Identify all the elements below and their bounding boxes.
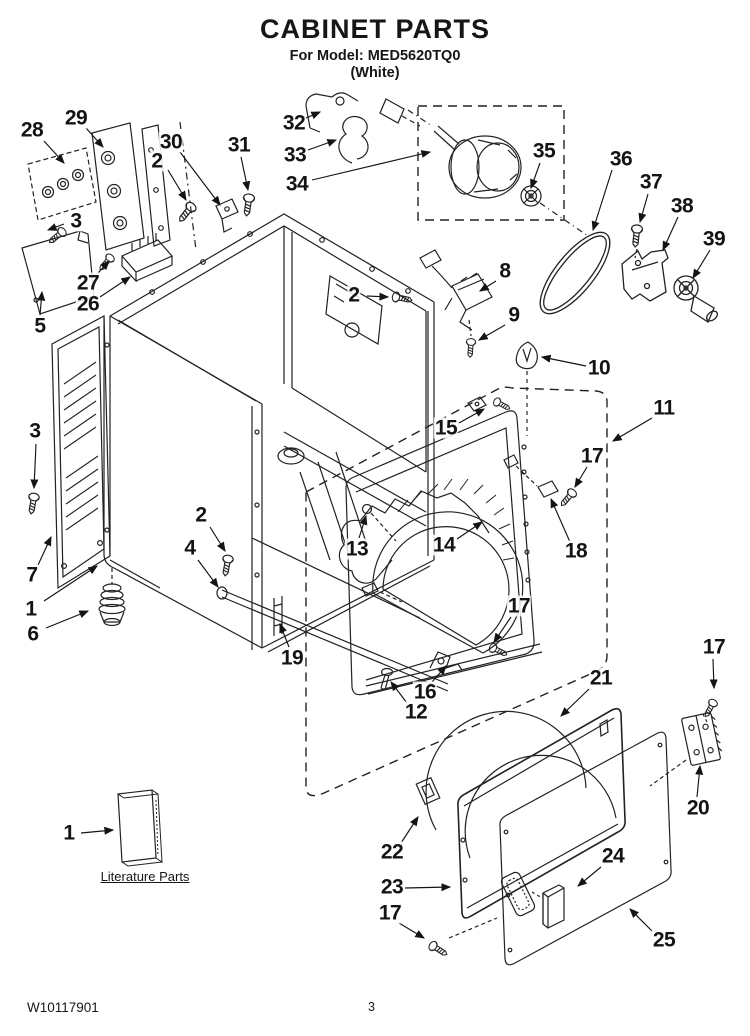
callout-25: 25 [651, 928, 677, 952]
callout-17: 17 [579, 444, 605, 468]
callout-17: 17 [506, 594, 532, 618]
callout-23: 23 [379, 875, 405, 899]
callout-39: 39 [701, 227, 727, 251]
finish-line: (White) [350, 64, 400, 81]
callout-2: 2 [347, 283, 361, 307]
callout-28: 28 [19, 118, 45, 142]
callout-4: 4 [183, 536, 197, 560]
callout-22: 22 [379, 840, 405, 864]
callout-17: 17 [377, 901, 403, 925]
callout-2: 2 [150, 149, 164, 173]
literature-parts-label: Literature Parts [100, 869, 190, 884]
model-line: For Model: MED5620TQ0 [289, 48, 461, 65]
cabinet-shell [103, 213, 449, 692]
callout-24: 24 [600, 844, 626, 868]
callout-9: 9 [507, 303, 521, 327]
title-block: CABINET PARTS For Model: MED5620TQ0 (Whi… [0, 14, 750, 81]
callout-37: 37 [638, 170, 664, 194]
leveling-leg [98, 568, 126, 627]
belt-and-idler-parts [539, 223, 718, 323]
callout-5: 5 [33, 314, 47, 338]
callout-19: 19 [279, 646, 305, 670]
door-assembly [415, 697, 723, 966]
callout-1: 1 [62, 821, 76, 845]
callout-6: 6 [26, 622, 40, 646]
callout-34: 34 [284, 172, 310, 196]
callout-29: 29 [63, 106, 89, 130]
rear-vent-panel [51, 315, 111, 590]
callout-35: 35 [531, 139, 557, 163]
callout-31: 31 [226, 133, 252, 157]
callout-leader-lines [30, 111, 718, 939]
callout-7: 7 [25, 563, 39, 587]
motor-assembly [305, 92, 589, 237]
callout-38: 38 [669, 194, 695, 218]
callout-10: 10 [586, 356, 612, 380]
callout-21: 21 [588, 666, 614, 690]
callout-13: 13 [344, 537, 370, 561]
callout-27: 27 [75, 271, 101, 295]
page-number: 3 [368, 1000, 375, 1014]
callout-17: 17 [701, 635, 727, 659]
callout-3: 3 [69, 209, 83, 233]
callout-26: 26 [75, 292, 101, 316]
callout-20: 20 [685, 796, 711, 820]
callout-12: 12 [403, 700, 429, 724]
callout-30: 30 [158, 130, 184, 154]
callout-33: 33 [282, 143, 308, 167]
front-bulkhead-assembly [305, 386, 608, 797]
callout-8: 8 [498, 259, 512, 283]
callout-2: 2 [194, 503, 208, 527]
callout-16: 16 [412, 680, 438, 704]
terminal-block-parts [27, 121, 239, 283]
page-title: CABINET PARTS [259, 14, 490, 44]
callout-32: 32 [281, 111, 307, 135]
callout-36: 36 [608, 147, 634, 171]
callout-3: 3 [28, 419, 42, 443]
switch-parts [419, 249, 538, 436]
callout-15: 15 [433, 416, 459, 440]
loose-screws [25, 192, 414, 578]
callout-1: 1 [24, 597, 38, 621]
callout-18: 18 [563, 539, 589, 563]
callout-11: 11 [652, 396, 676, 420]
literature-booklet [117, 789, 163, 867]
document-number: W10117901 [27, 1000, 99, 1015]
callout-14: 14 [431, 533, 457, 557]
